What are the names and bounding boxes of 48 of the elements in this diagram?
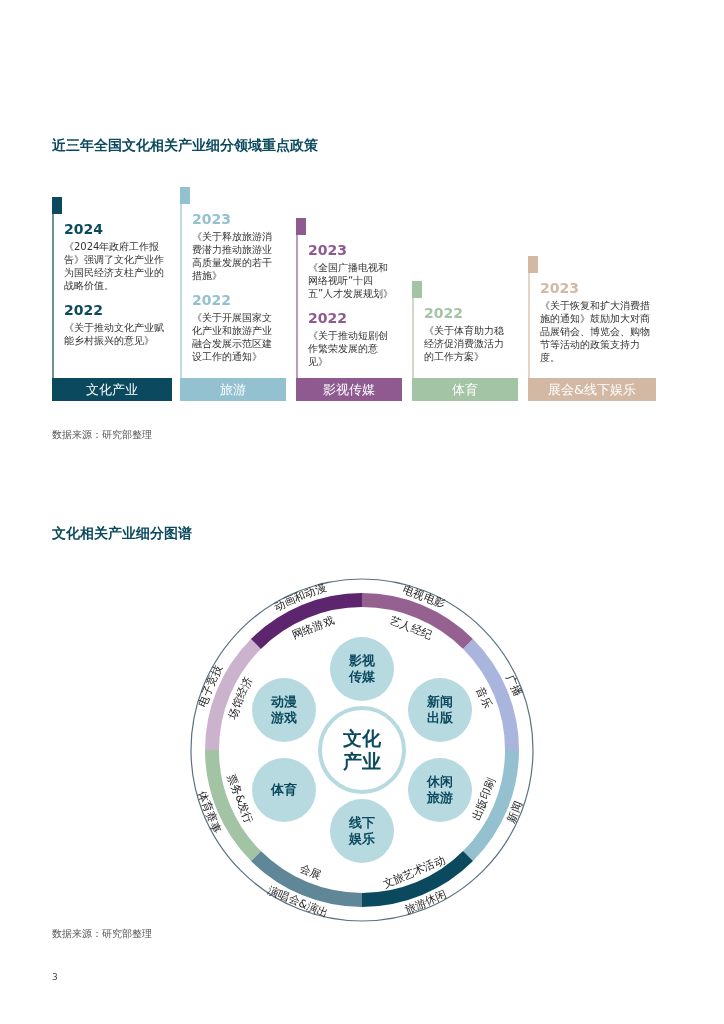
year-heading: 2023 <box>192 211 232 227</box>
category-band: 文化产业 <box>52 378 172 401</box>
category-bubble: 新闻出版 <box>408 678 472 742</box>
segment-label: 演唱会&演出 <box>265 883 330 921</box>
policy-text: 《关于推动文化产业赋能乡村振兴的意见》 <box>64 321 165 347</box>
center-circle: 文化产业 <box>318 706 406 794</box>
segment-label: 出版印刷 <box>470 776 499 823</box>
segment-label: 电视电影 <box>400 582 447 612</box>
segment-label: 广播 <box>503 672 525 699</box>
category-bubble: 体育 <box>252 758 316 822</box>
year-heading: 2022 <box>308 310 348 326</box>
segment-label: 体育赛事 <box>194 788 224 835</box>
policy-text: 《2024年政府工作报告》强调了文化产业作为国民经济支柱产业的战略价值。 <box>64 240 165 292</box>
segment-label: 音乐 <box>473 685 494 712</box>
segment-label: 新闻 <box>504 799 526 825</box>
source-note: 数据来源：研究部整理 <box>52 428 152 442</box>
policy-card <box>180 187 286 401</box>
segment-label: 电子竞技 <box>195 662 225 709</box>
year-heading: 2022 <box>424 305 464 321</box>
category-band: 展会&线下娱乐 <box>528 378 656 401</box>
policy-text: 《关于开展国家文化产业和旅游产业融合发展示范区建设工作的通知》 <box>192 311 273 363</box>
policy-card <box>52 197 172 401</box>
year-heading: 2022 <box>192 292 232 308</box>
policy-text: 《关于释放旅游消费潜力推动旅游业高质量发展的若干措施》 <box>192 230 273 282</box>
category-bubble: 动漫游戏 <box>252 678 316 742</box>
policy-text: 《关于恢复和扩大消费措施的通知》鼓励加大对商品展销会、博览会、购物节等活动的政策支持力度。 <box>540 299 650 364</box>
year-heading: 2022 <box>64 302 104 318</box>
year-heading: 2023 <box>308 242 348 258</box>
policy-text: 《关于推动短剧创作繁荣发展的意见》 <box>308 329 389 368</box>
category-bubble: 线下娱乐 <box>330 799 394 863</box>
page-number: 3 <box>52 972 58 982</box>
year-heading: 2024 <box>64 221 104 237</box>
year-heading: 2023 <box>540 280 580 296</box>
category-bubble: 影视传媒 <box>330 637 394 701</box>
category-bubble: 休闲旅游 <box>408 758 472 822</box>
category-band: 旅游 <box>180 378 286 401</box>
section-heading: 近三年全国文化相关产业细分领域重点政策 <box>52 137 318 155</box>
policy-card <box>412 281 518 401</box>
policy-card <box>296 218 402 401</box>
policy-card <box>528 256 656 401</box>
policy-text: 《关于体育助力稳经济促消费激活力的工作方案》 <box>424 324 505 363</box>
category-band: 影视传媒 <box>296 378 402 401</box>
segment-label: 动画和动漫 <box>272 580 329 614</box>
policy-text: 《全国广播电视和网络视听“十四五”人才发展规划》 <box>308 261 395 300</box>
segment-label: 会展 <box>297 861 324 882</box>
source-note: 数据来源：研究部整理 <box>52 927 152 941</box>
category-band: 体育 <box>412 378 518 401</box>
section-heading: 文化相关产业细分图谱 <box>52 525 192 543</box>
